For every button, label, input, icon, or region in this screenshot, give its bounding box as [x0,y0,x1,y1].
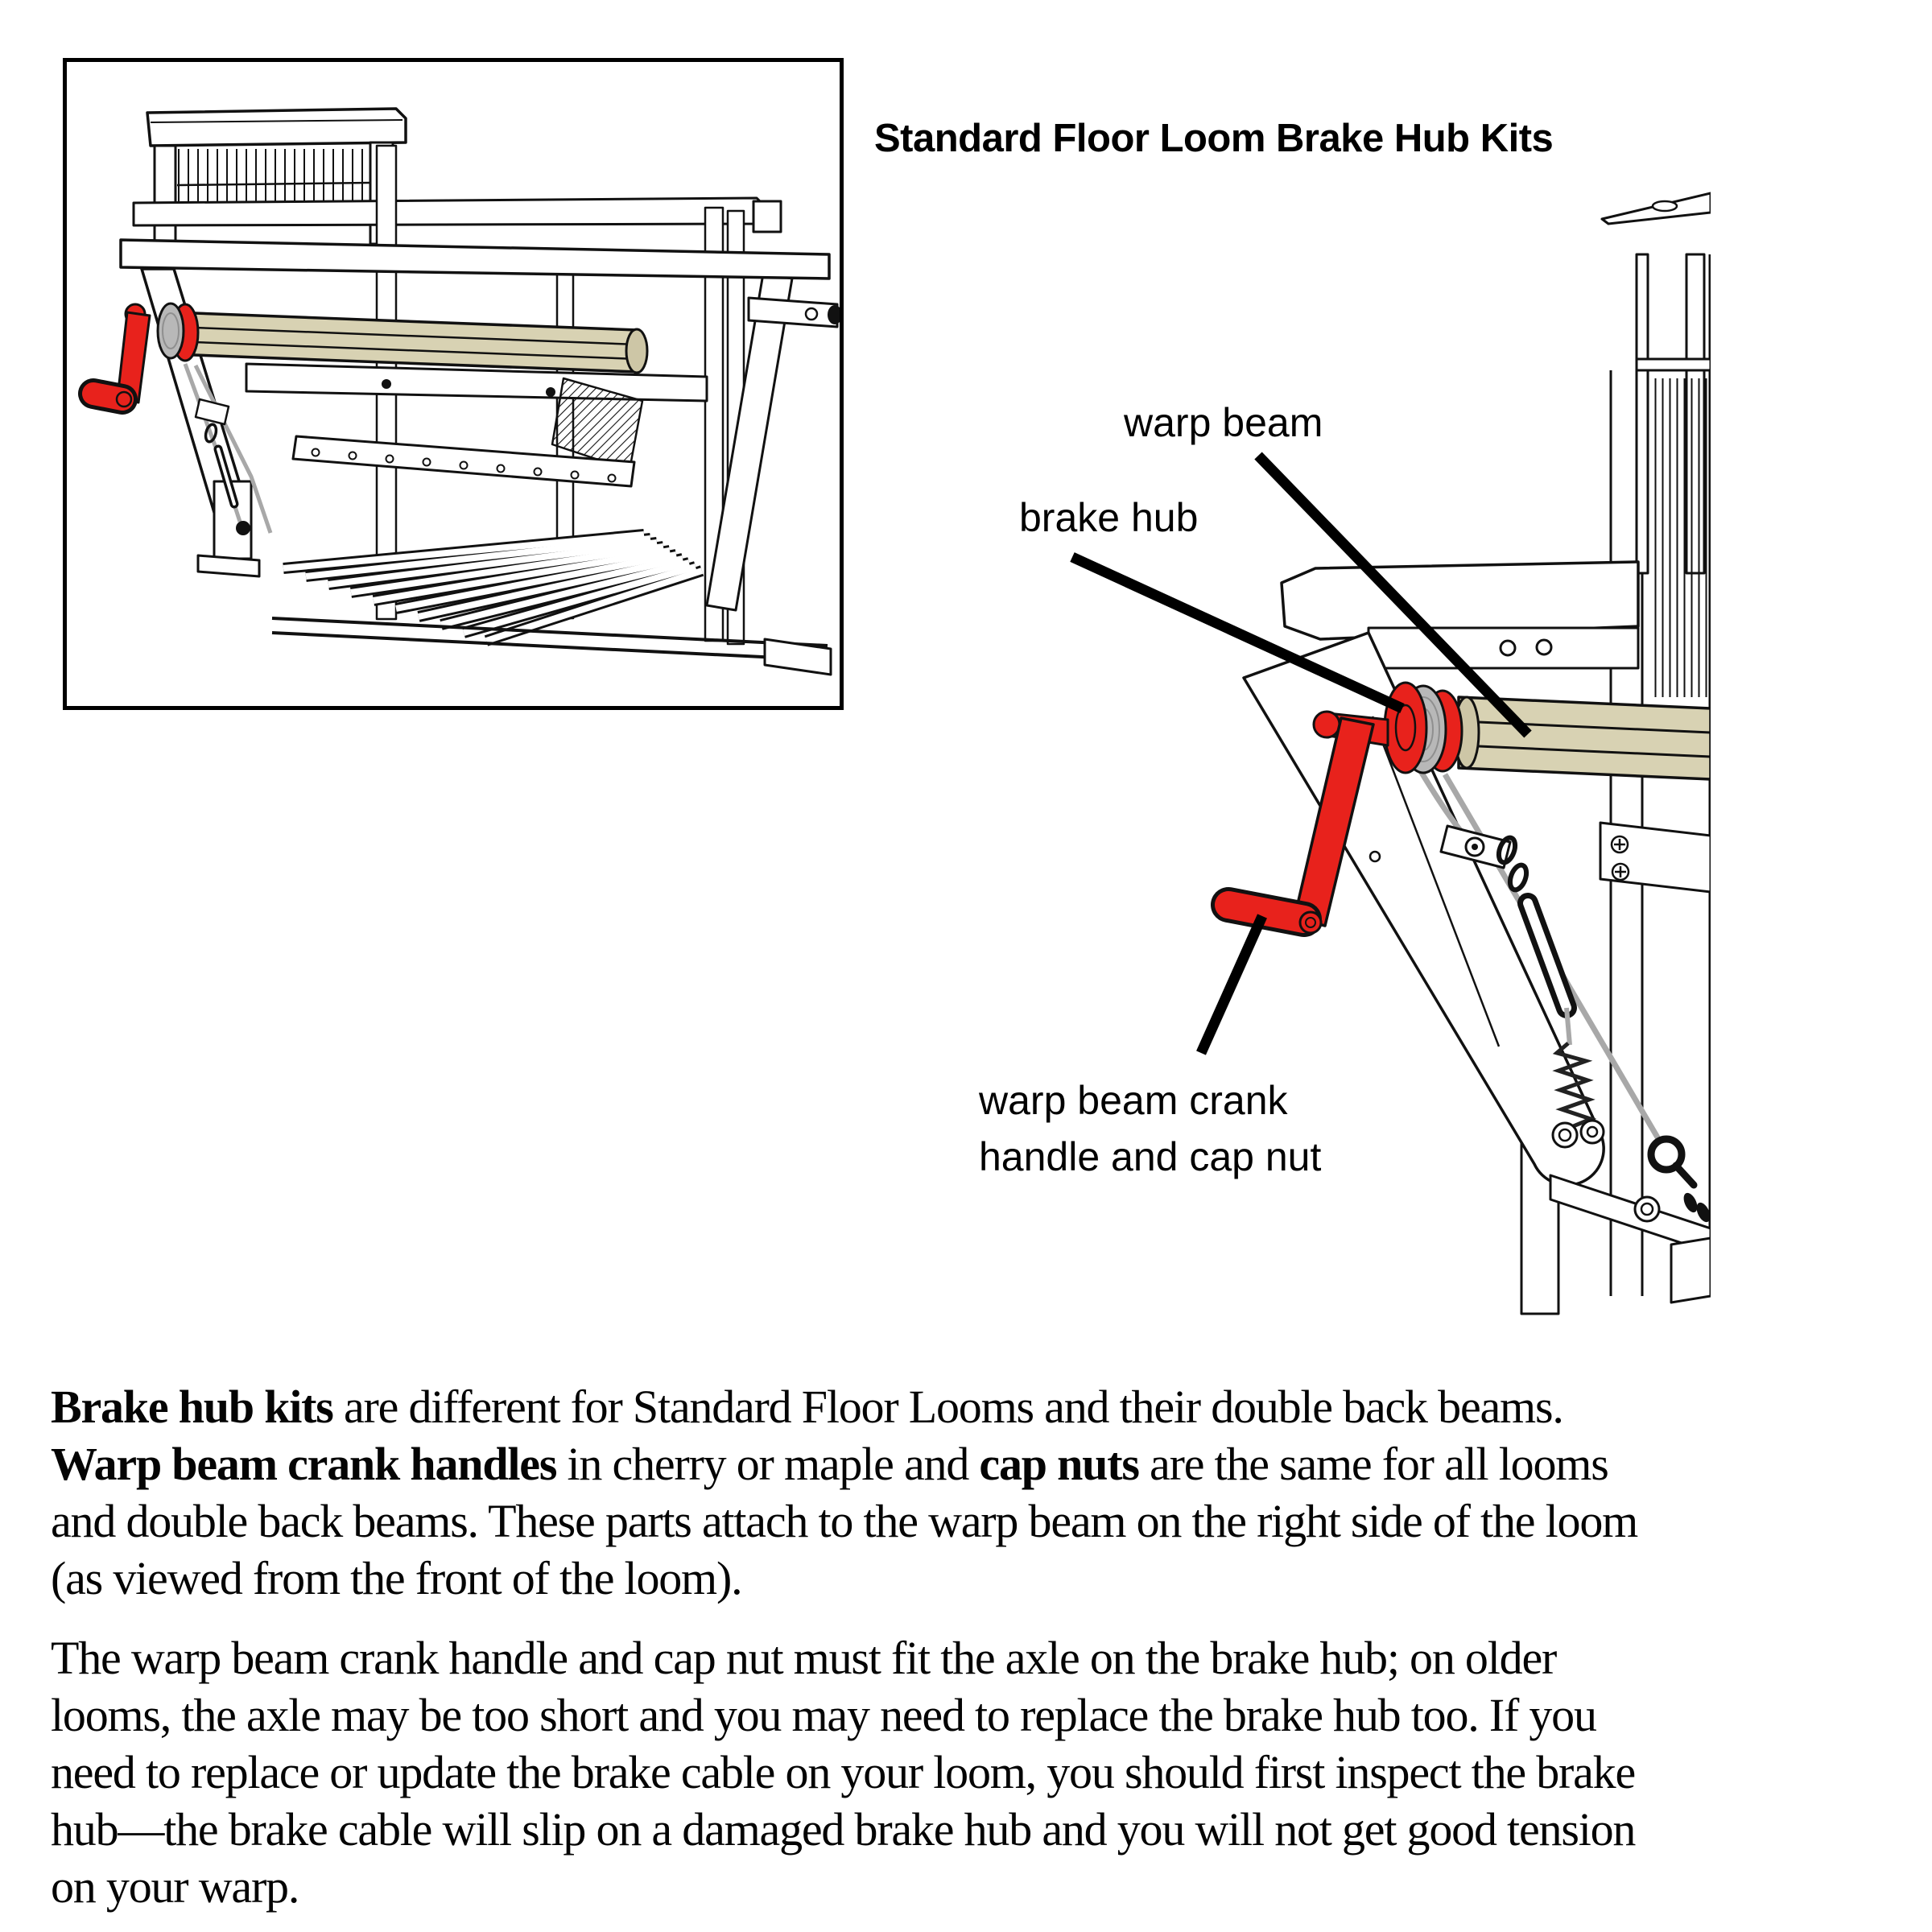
body-line: on your warp. [51,1860,299,1913]
cable-hook-eye [1647,1135,1686,1174]
top-rail [1280,560,1640,641]
brake-cable [183,363,273,535]
label-crank-line2: handle and cap nut [979,1134,1322,1179]
body-line: and double back beams. These parts attac… [51,1495,1638,1547]
back-rail [132,196,770,227]
body-line: Brake hub kits are different for Standar… [51,1381,1564,1433]
top-front-rail [119,238,831,280]
body-line: looms, the axle may be too short and you… [51,1689,1597,1741]
body-line: need to replace or update the brake cabl… [51,1746,1636,1798]
body-line: The warp beam crank handle and cap nut m… [51,1632,1557,1684]
brake-hub-pointer-line [1070,552,1405,713]
label-warp-beam: warp beam [1124,400,1323,445]
warp-beam-pointer-line [1254,452,1532,738]
treadle-slats [283,529,704,646]
crank-handle-overview [78,303,151,415]
castle-top-beam [146,107,407,147]
paragraph-1: Brake hub kits are different for Standar… [51,1378,1926,1607]
overview-figure-box [63,58,844,710]
paragraph-2: The warp beam crank handle and cap nut m… [51,1629,1926,1915]
warp-beam-detail [1457,696,1711,781]
brake-cable-detail [1414,763,1698,1189]
loom-detail-drawing [1070,192,1711,1315]
heddle-hatch-detail [1652,378,1710,697]
brake-spring [1552,1042,1597,1129]
body-line: hub—the brake cable will slip on a damag… [51,1803,1636,1856]
side-bracket-detail [1599,821,1711,894]
body-line: (as viewed from the front of the loom). [51,1552,743,1604]
brake-hub-detail [1383,681,1463,774]
loom-overview-drawing [78,107,840,676]
label-brake-hub: brake hub [1019,495,1199,540]
body-line: Warp beam crank handles in cherry or map… [51,1438,1609,1490]
crank-handle-pointer-line [1196,914,1267,1055]
body-text: Brake hub kits are different for Standar… [51,1378,1926,1915]
label-crank-handle: warp beam crank handle and cap nut [979,1072,1321,1185]
cap-nut [1312,710,1341,739]
label-crank-line1: warp beam crank [979,1078,1288,1123]
side-bracket [747,296,839,328]
page-title: Standard Floor Loom Brake Hub Kits [874,117,1554,160]
castle-post-left [153,144,177,246]
crank-handle-detail [1211,710,1389,937]
castle-post-front [1635,253,1649,575]
